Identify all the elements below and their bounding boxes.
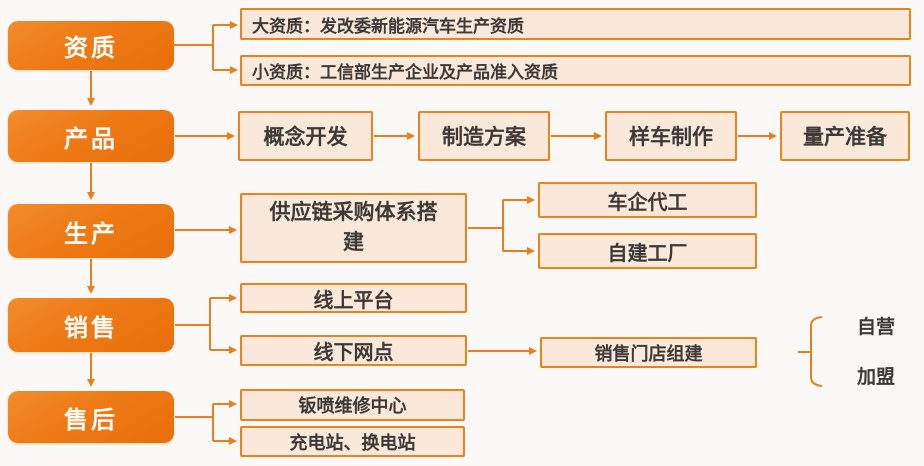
- stage-box-qualification: 资质: [8, 21, 174, 70]
- stage-box-production: 生产: [8, 204, 174, 258]
- label-franchise: 加盟: [857, 367, 896, 388]
- stage-box-aftersales: 售后: [8, 391, 174, 443]
- info-box-store-building: 销售门店组建: [540, 337, 757, 368]
- info-box-small-qualification: 小资质：工信部生产企业及产品准入资质: [240, 55, 911, 86]
- info-box-big-qualification: 大资质：发改委新能源汽车生产资质: [240, 8, 911, 40]
- channel-box-online-platform: 线上平台: [240, 283, 467, 313]
- info-box-supply-chain: 供应链采购体系搭建: [240, 193, 467, 263]
- stage-box-product: 产品: [8, 110, 174, 162]
- step-box-prototype-build: 样车制作: [605, 111, 737, 161]
- label-self-operated: 自营: [857, 317, 896, 338]
- step-box-concept-development: 概念开发: [238, 111, 373, 161]
- stage-box-sales: 销售: [8, 298, 174, 352]
- step-box-manufacturing-plan: 制造方案: [418, 111, 550, 161]
- service-box-body-paint-repair-center: 钣喷维修中心: [240, 389, 465, 421]
- option-box-oem-production: 车企代工: [538, 182, 757, 218]
- step-box-mass-production-prep: 量产准备: [780, 111, 910, 161]
- service-box-charging-swap-stations: 充电站、换电站: [240, 426, 465, 457]
- option-box-own-factory: 自建工厂: [538, 233, 757, 269]
- brace-bracket: [798, 316, 823, 387]
- channel-box-offline-outlets: 线下网点: [240, 335, 467, 366]
